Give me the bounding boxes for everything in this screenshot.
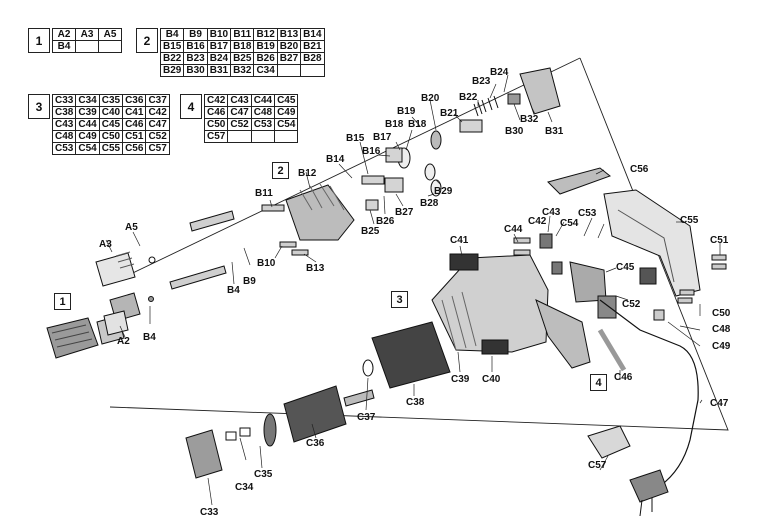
callout-C54: C54	[560, 218, 579, 229]
group-2-callout-box: 2	[272, 162, 289, 179]
callout-B14: B14	[326, 154, 345, 165]
callout-C34: C34	[235, 482, 254, 493]
callout-C47: C47	[710, 398, 729, 409]
group-table-cell	[274, 130, 299, 143]
callout-B4-a: B4	[143, 332, 156, 343]
callout-B19: B19	[397, 106, 416, 117]
group-table-cell: C45	[274, 94, 299, 107]
group-3-number: 3	[28, 94, 50, 119]
small-hardware	[513, 237, 727, 321]
callout-C46: C46	[614, 372, 633, 383]
callout-C45: C45	[616, 262, 635, 273]
callout-A2: A2	[117, 336, 130, 347]
group-table-cell: C57	[145, 142, 170, 155]
group-1-callout-box: 1	[54, 293, 71, 310]
end-plate-part	[507, 67, 561, 115]
callout-C42: C42	[528, 216, 547, 227]
callout-A5: A5	[125, 222, 138, 233]
cord-part	[597, 299, 699, 487]
stator-parts	[362, 321, 451, 389]
callout-B9: B9	[243, 276, 256, 287]
group-table-cell	[300, 64, 325, 77]
bit-holder-part	[148, 210, 235, 290]
callout-C41: C41	[450, 235, 469, 246]
callout-B10: B10	[257, 258, 276, 269]
callout-C55: C55	[680, 215, 699, 226]
callout-B13: B13	[306, 263, 325, 274]
callout-C38: C38	[406, 397, 425, 408]
group-table-cell: C34	[253, 64, 278, 77]
callout-B11: B11	[255, 188, 273, 199]
group-4-number: 4	[180, 94, 202, 119]
clutch-parts	[361, 119, 483, 211]
gearbox-housing-part	[261, 183, 355, 256]
callout-B15: B15	[346, 133, 365, 144]
callout-B25: B25	[361, 226, 380, 237]
callout-C49: C49	[712, 341, 731, 352]
callout-B28: B28	[420, 198, 439, 209]
armature-part	[263, 385, 375, 447]
clutch-springs	[473, 95, 499, 117]
depth-locator-part	[103, 292, 154, 336]
callout-B22: B22	[459, 92, 478, 103]
callout-B30: B30	[505, 126, 524, 137]
callout-B32: B32	[520, 114, 539, 125]
callout-B26: B26	[376, 216, 395, 227]
callout-C56: C56	[630, 164, 649, 175]
callout-C39: C39	[451, 374, 470, 385]
callout-B27: B27	[395, 207, 414, 218]
group-table-cell: C57	[203, 130, 229, 143]
callout-B16: B16	[362, 146, 381, 157]
callout-B23: B23	[472, 76, 491, 87]
group-4-callout-box: 4	[590, 374, 607, 391]
callout-B20: B20	[421, 93, 440, 104]
handle-part	[547, 167, 701, 297]
switch-parts	[539, 233, 617, 319]
group-table-cell	[98, 40, 122, 53]
callout-B18-b: B18	[408, 119, 427, 130]
group-2-number: 2	[136, 28, 158, 53]
callout-B12: B12	[298, 168, 317, 179]
sleeve-a3-part	[95, 251, 136, 287]
group-table-cell: B30	[183, 64, 208, 77]
callout-C40: C40	[482, 374, 501, 385]
callout-C53: C53	[578, 208, 597, 219]
callout-B29: B29	[434, 186, 453, 197]
callout-C48: C48	[712, 324, 731, 335]
callout-B31: B31	[545, 126, 564, 137]
group-1-number: 1	[28, 28, 50, 53]
callout-C44: C44	[504, 224, 523, 235]
motor-housing-part	[431, 253, 591, 369]
callout-C52: C52	[622, 299, 641, 310]
group-3-callout-box: 3	[391, 291, 408, 308]
callout-C57: C57	[588, 460, 607, 471]
callout-B21: B21	[440, 108, 459, 119]
callout-C37: C37	[357, 412, 376, 423]
callout-C36: C36	[306, 438, 325, 449]
callout-C43: C43	[542, 207, 561, 218]
plug-part	[587, 425, 669, 517]
callout-B4-b: B4	[227, 285, 240, 296]
callout-B18-a: B18	[385, 119, 404, 130]
callout-B17: B17	[373, 132, 392, 143]
callout-C33: C33	[200, 507, 219, 518]
callout-C50: C50	[712, 308, 731, 319]
callout-C35: C35	[254, 469, 273, 480]
callout-A3: A3	[99, 239, 112, 250]
brush-holder-part	[185, 427, 251, 479]
callout-B24: B24	[490, 67, 509, 78]
callout-C51: C51	[710, 235, 729, 246]
